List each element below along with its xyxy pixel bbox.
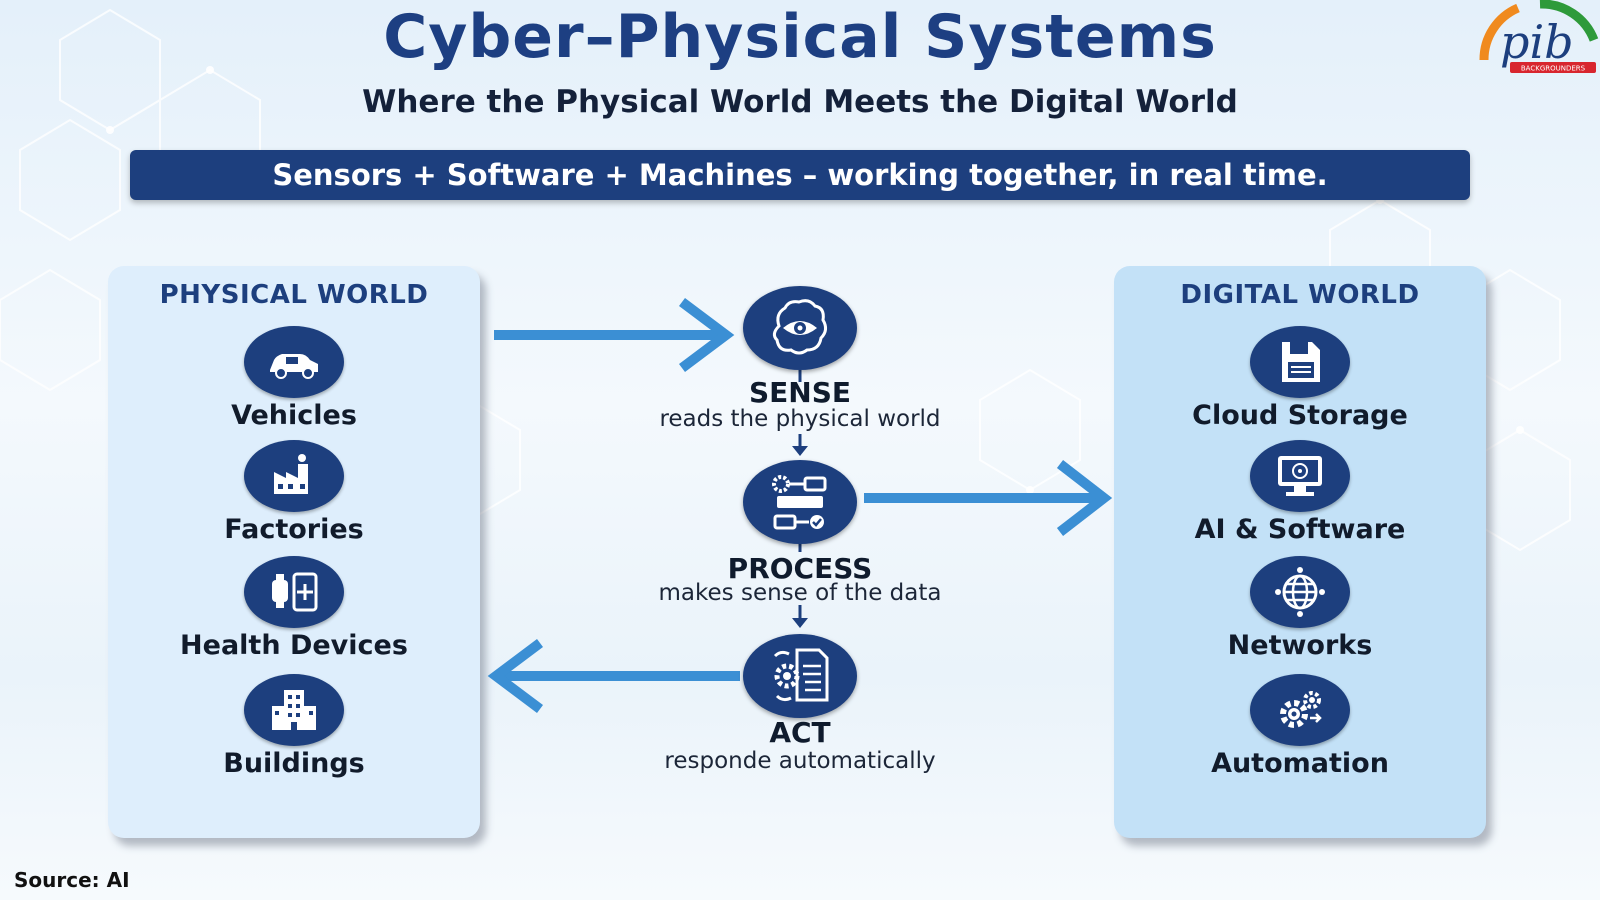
physical-world-title: PHYSICAL WORLD <box>159 280 429 310</box>
digital-item-label: Automation <box>1211 748 1389 779</box>
physical-world-panel: PHYSICAL WORLD Vehicles Factories Health… <box>108 266 480 838</box>
svg-text:BACKGROUNDERS: BACKGROUNDERS <box>1521 65 1586 73</box>
floppy-disk-icon <box>1250 326 1350 398</box>
act-step-icon <box>743 634 857 718</box>
flowchart-gear-icon <box>772 475 827 530</box>
physical-item-vehicles: Vehicles <box>108 326 480 438</box>
svg-text:pib: pib <box>1500 15 1574 69</box>
digital-item-label: AI & Software <box>1194 514 1406 545</box>
arrow-physical-to-sense <box>494 298 735 372</box>
car-icon <box>244 326 344 398</box>
pib-logo: pib BACKGROUNDERS <box>1479 0 1599 73</box>
sense-step-icon <box>743 286 857 370</box>
physical-item-health-devices: Health Devices <box>108 556 480 668</box>
digital-item-label: Networks <box>1227 630 1373 661</box>
gears-icon <box>1250 674 1350 746</box>
digital-item-ai-software: AI & Software <box>1114 440 1486 552</box>
sense-step-desc: reads the physical world <box>659 406 941 432</box>
page-subtitle: Where the Physical World Meets the Digit… <box>362 84 1238 120</box>
eye-brain-icon <box>772 299 828 355</box>
process-step-desc: makes sense of the data <box>658 580 942 606</box>
digital-world-panel: DIGITAL WORLD Cloud Storage AI & Softwar… <box>1114 266 1486 838</box>
physical-item-label: Health Devices <box>180 630 408 661</box>
page-title: Cyber–Physical Systems <box>383 2 1217 72</box>
digital-item-label: Cloud Storage <box>1192 400 1408 431</box>
sense-step-name: SENSE <box>748 376 852 409</box>
digital-item-cloud-storage: Cloud Storage <box>1114 326 1486 438</box>
act-step-desc: responde automatically <box>664 748 936 774</box>
process-step-name: PROCESS <box>727 552 873 585</box>
digital-item-networks: Networks <box>1114 556 1486 668</box>
arrow-act-to-physical <box>487 639 740 713</box>
factory-icon <box>244 440 344 512</box>
physical-item-label: Vehicles <box>231 400 357 431</box>
process-step-icon <box>743 460 857 544</box>
health-device-icon <box>244 556 344 628</box>
step-connectors <box>792 370 808 628</box>
document-gear-icon <box>773 648 829 702</box>
globe-icon <box>1250 556 1350 628</box>
tagline-banner: Sensors + Software + Machines – working … <box>130 150 1470 200</box>
source-note: Source: AI <box>14 868 130 892</box>
digital-item-automation: Automation <box>1114 674 1486 786</box>
physical-item-label: Factories <box>224 514 364 545</box>
computer-icon <box>1250 440 1350 512</box>
digital-world-title: DIGITAL WORLD <box>1180 280 1420 310</box>
arrow-process-to-digital <box>864 460 1113 536</box>
physical-item-label: Buildings <box>223 748 365 779</box>
act-step-name: ACT <box>769 716 831 749</box>
building-icon <box>244 674 344 746</box>
physical-item-buildings: Buildings <box>108 674 480 786</box>
physical-item-factories: Factories <box>108 440 480 552</box>
